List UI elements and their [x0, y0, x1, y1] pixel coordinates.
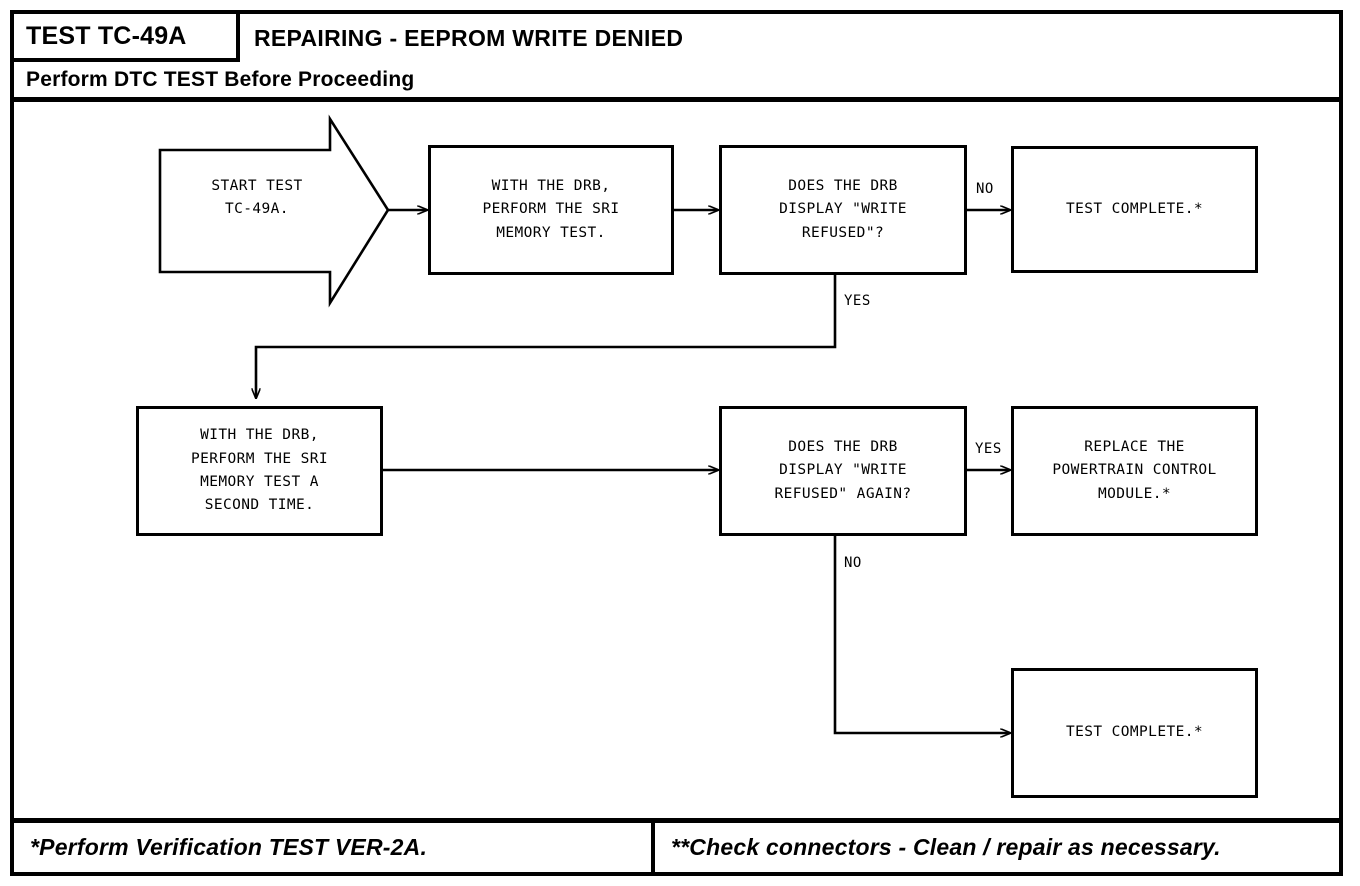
- node-decision1[interactable]: DOES THE DRB DISPLAY "WRITE REFUSED"?: [719, 145, 967, 275]
- node-replace-label: REPLACE THE POWERTRAIN CONTROL MODULE.*: [1052, 438, 1217, 502]
- edge-label-decision1-no: NO: [976, 181, 994, 197]
- node-start-label: START TEST TC-49A.: [211, 178, 303, 218]
- node-decision2[interactable]: DOES THE DRB DISPLAY "WRITE REFUSED" AGA…: [719, 406, 967, 536]
- edge-label-decision1-yes: YES: [844, 293, 871, 309]
- test-id-label: TEST TC-49A: [26, 21, 187, 50]
- node-complete2[interactable]: TEST COMPLETE.*: [1011, 668, 1258, 798]
- footer-notes: *Perform Verification TEST VER-2A. **Che…: [14, 818, 1339, 872]
- footer-note-right-label: **Check connectors - Clean / repair as n…: [671, 834, 1221, 860]
- footer-note-left: *Perform Verification TEST VER-2A.: [14, 823, 655, 872]
- node-replace[interactable]: REPLACE THE POWERTRAIN CONTROL MODULE.*: [1011, 406, 1258, 536]
- node-decision2-label: DOES THE DRB DISPLAY "WRITE REFUSED" AGA…: [774, 438, 912, 502]
- edge-label-decision2-yes: YES: [975, 441, 1002, 457]
- footer-note-left-label: *Perform Verification TEST VER-2A.: [30, 834, 428, 860]
- test-id-box: TEST TC-49A: [14, 14, 240, 62]
- footer-note-right: **Check connectors - Clean / repair as n…: [655, 823, 1339, 872]
- node-decision1-label: DOES THE DRB DISPLAY "WRITE REFUSED"?: [779, 177, 907, 241]
- header-row-title: TEST TC-49A REPAIRING - EEPROM WRITE DEN…: [14, 14, 1339, 62]
- node-step2[interactable]: WITH THE DRB, PERFORM THE SRI MEMORY TES…: [136, 406, 383, 536]
- header-row-subtitle: Perform DTC TEST Before Proceeding: [14, 62, 1339, 102]
- node-step1-label: WITH THE DRB, PERFORM THE SRI MEMORY TES…: [482, 177, 620, 241]
- node-step1[interactable]: WITH THE DRB, PERFORM THE SRI MEMORY TES…: [428, 145, 674, 275]
- header-title: REPAIRING - EEPROM WRITE DENIED: [254, 14, 683, 62]
- node-start[interactable]: START TEST TC-49A.: [158, 113, 390, 309]
- header-subtitle-label: Perform DTC TEST Before Proceeding: [26, 67, 415, 91]
- flowchart-canvas: START TEST TC-49A. WITH THE DRB, PERFORM…: [14, 103, 1339, 813]
- node-complete1-label: TEST COMPLETE.*: [1066, 200, 1203, 217]
- header-title-label: REPAIRING - EEPROM WRITE DENIED: [254, 24, 684, 51]
- node-complete2-label: TEST COMPLETE.*: [1066, 724, 1203, 741]
- node-complete1[interactable]: TEST COMPLETE.*: [1011, 146, 1258, 273]
- edge-label-decision2-no: NO: [844, 555, 862, 571]
- node-step2-label: WITH THE DRB, PERFORM THE SRI MEMORY TES…: [191, 427, 328, 514]
